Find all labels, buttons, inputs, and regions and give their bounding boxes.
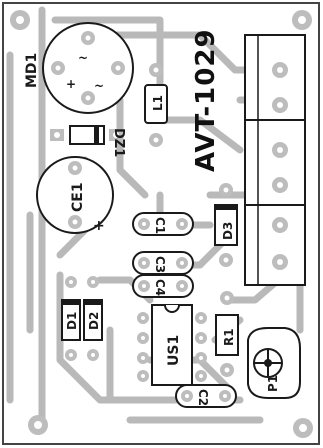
d3-label: D3 bbox=[221, 222, 235, 240]
svg-text:+: + bbox=[93, 218, 105, 234]
md1-label: MD1 bbox=[24, 53, 40, 88]
r1-resistor bbox=[215, 291, 239, 377]
dz1-label: DZ1 bbox=[111, 128, 126, 157]
ce1-capacitor: + bbox=[36, 156, 114, 234]
svg-text:~: ~ bbox=[94, 79, 104, 93]
board-title: AVT-1029 bbox=[191, 28, 221, 172]
us1-label: US1 bbox=[166, 335, 182, 366]
md1-bridge: ~ ~ + bbox=[42, 22, 134, 114]
ce1-label: CE1 bbox=[70, 182, 86, 212]
c4-label: C4 bbox=[153, 279, 167, 296]
c4-capacitor bbox=[132, 274, 194, 298]
l1-label: L1 bbox=[151, 95, 165, 111]
c2-label: C2 bbox=[196, 389, 210, 406]
d2-label: D2 bbox=[87, 312, 101, 330]
c2-capacitor bbox=[175, 384, 237, 408]
d3-diode bbox=[214, 183, 238, 267]
mounting-holes bbox=[10, 10, 313, 438]
us1-ic bbox=[137, 304, 207, 386]
d2-diode bbox=[83, 276, 103, 361]
c3-label: C3 bbox=[153, 256, 167, 273]
p1-potentiometer bbox=[247, 327, 301, 399]
terminal-connector bbox=[244, 34, 306, 286]
svg-text:+: + bbox=[66, 77, 76, 91]
dz1-diode bbox=[50, 125, 123, 145]
svg-text:~: ~ bbox=[78, 51, 88, 65]
d1-label: D1 bbox=[65, 312, 79, 330]
r1-label: R1 bbox=[222, 328, 236, 346]
l1-inductor bbox=[144, 63, 168, 147]
c1-capacitor bbox=[132, 212, 194, 236]
d1-diode bbox=[61, 276, 81, 361]
c1-label: C1 bbox=[153, 217, 167, 234]
p1-label: P1 bbox=[266, 375, 280, 392]
